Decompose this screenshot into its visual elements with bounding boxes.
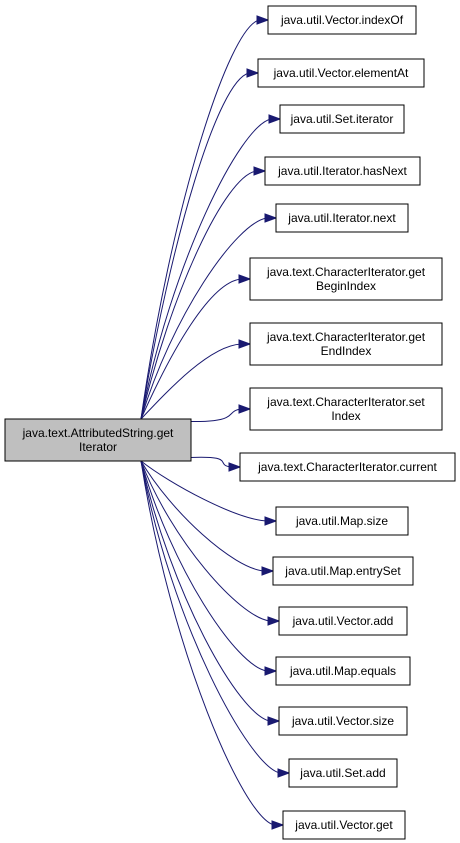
call-edge xyxy=(140,460,275,826)
callee-node-box xyxy=(249,322,443,366)
callee-node-label-line-0: java.util.Set.iterator xyxy=(290,112,394,126)
callee-node-box xyxy=(267,5,417,35)
callee-node-box xyxy=(264,156,421,186)
callee-node-label-line-0: java.text.CharacterIterator.get xyxy=(266,330,426,344)
callee-node-label-line-0: java.util.Vector.indexOf xyxy=(280,13,404,27)
call-edge xyxy=(140,217,268,420)
callee-node-label-line-0: java.text.CharacterIterator.get xyxy=(266,265,426,279)
callee-node-box xyxy=(275,656,411,686)
arrowhead xyxy=(238,404,252,414)
callee-node-label-line-0: java.util.Iterator.hasNext xyxy=(277,164,407,178)
callee-node-box xyxy=(275,203,409,233)
arrowhead xyxy=(261,566,275,576)
callee-node-label-line-0: java.util.Vector.get xyxy=(294,818,393,832)
callee-node[interactable]: java.util.Vector.indexOf xyxy=(267,5,417,35)
callee-node[interactable]: java.util.Vector.get xyxy=(282,810,406,840)
callee-node[interactable]: java.util.Vector.elementAt xyxy=(257,58,425,88)
callee-node[interactable]: java.util.Set.add xyxy=(288,758,398,788)
callee-node-label-line-1: Index xyxy=(331,409,360,423)
callee-node[interactable]: java.util.Map.size xyxy=(275,506,409,536)
arrowhead xyxy=(267,716,281,726)
call-edge xyxy=(140,170,257,420)
call-edge xyxy=(140,460,268,522)
callee-node-box xyxy=(278,706,408,736)
arrowhead xyxy=(256,15,270,25)
root-node-label-line-1: Iterator xyxy=(79,440,117,454)
call-edge xyxy=(140,460,265,572)
callee-node-box xyxy=(282,810,406,840)
callee-node-box xyxy=(278,606,408,636)
arrowhead xyxy=(264,516,278,526)
callee-node-label-line-1: BeginIndex xyxy=(316,279,376,293)
callee-node[interactable]: java.util.Vector.size xyxy=(278,706,408,736)
arrowhead xyxy=(246,68,260,78)
callee-node-label-line-1: EndIndex xyxy=(321,344,372,358)
arrowhead xyxy=(228,462,242,472)
call-edge xyxy=(140,460,271,722)
callee-node[interactable]: java.util.Iterator.hasNext xyxy=(264,156,421,186)
callee-node-box xyxy=(288,758,398,788)
call-edge xyxy=(140,278,242,420)
callee-node[interactable]: java.util.Vector.add xyxy=(278,606,408,636)
callee-node-label-line-0: java.util.Vector.add xyxy=(292,614,394,628)
call-edge xyxy=(140,72,250,420)
call-edge xyxy=(140,343,242,420)
callee-node-label-line-0: java.util.Vector.size xyxy=(291,714,394,728)
call-edge xyxy=(140,19,260,420)
arrowhead xyxy=(253,166,267,176)
arrowhead xyxy=(267,616,281,626)
call-edge xyxy=(140,460,271,622)
call-edge xyxy=(140,460,268,672)
callee-node-box xyxy=(279,104,405,134)
callee-node-label-line-0: java.util.Set.add xyxy=(299,766,385,780)
callee-node[interactable]: java.util.Set.iterator xyxy=(279,104,405,134)
arrowhead xyxy=(277,768,291,778)
callee-node-box xyxy=(239,452,456,482)
root-node-box xyxy=(4,418,192,462)
callee-node[interactable]: java.util.Map.entrySet xyxy=(272,556,414,586)
callee-node-label-line-0: java.util.Iterator.next xyxy=(287,211,396,225)
arrowhead xyxy=(271,820,285,830)
arrowhead xyxy=(264,213,278,223)
arrowhead xyxy=(238,274,252,284)
call-nodes: java.text.AttributedString.getIteratorja… xyxy=(4,5,456,840)
arrowhead xyxy=(268,114,282,124)
callee-node-label-line-0: java.text.CharacterIterator.set xyxy=(266,395,425,409)
root-node-label-line-0: java.text.AttributedString.get xyxy=(22,426,174,440)
callee-node[interactable]: java.text.CharacterIterator.current xyxy=(239,452,456,482)
arrowhead xyxy=(264,666,278,676)
callee-node-box xyxy=(249,387,443,431)
arrowhead xyxy=(238,339,252,349)
callee-node[interactable]: java.util.Iterator.next xyxy=(275,203,409,233)
callee-node-label-line-0: java.util.Map.size xyxy=(295,514,388,528)
callee-node-label-line-0: java.util.Map.equals xyxy=(289,664,396,678)
callee-node[interactable]: java.util.Map.equals xyxy=(275,656,411,686)
call-edge xyxy=(140,460,281,774)
callee-node-label-line-0: java.util.Vector.elementAt xyxy=(273,66,409,80)
callee-node[interactable]: java.text.CharacterIterator.getBeginInde… xyxy=(249,257,443,301)
callee-node-box xyxy=(272,556,414,586)
callee-node-box xyxy=(275,506,409,536)
callee-node-box xyxy=(257,58,425,88)
call-edge xyxy=(140,118,272,420)
callee-node-label-line-0: java.util.Map.entrySet xyxy=(284,564,401,578)
callee-node-label-line-0: java.text.CharacterIterator.current xyxy=(257,460,437,474)
call-edges xyxy=(140,15,291,830)
callee-node-box xyxy=(249,257,443,301)
